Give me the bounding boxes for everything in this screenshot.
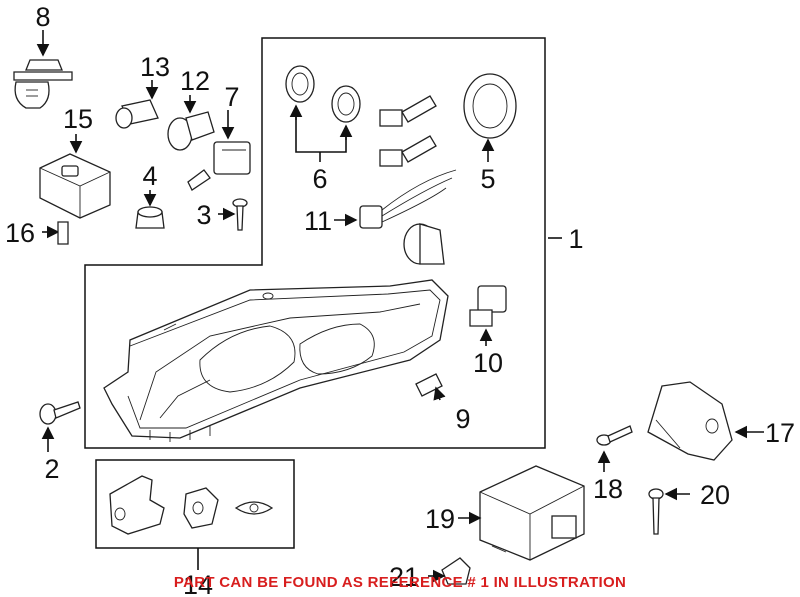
callout-8: 8: [35, 2, 50, 32]
callout-17: 17: [765, 418, 795, 448]
bulb-9-part: [415, 373, 446, 401]
screw-2-part: [39, 401, 81, 452]
module-19-part: [458, 465, 585, 561]
callout-20: 20: [700, 480, 730, 510]
connectors-part: [379, 95, 437, 167]
bulb-7-part: [187, 110, 251, 191]
callout-12: 12: [180, 66, 210, 96]
callout-11: 11: [304, 206, 332, 236]
reference-note: PART CAN BE FOUND AS REFERENCE # 1 IN IL…: [174, 574, 626, 591]
callout-21: 21: [389, 562, 419, 592]
grommet-4-part: [135, 190, 165, 229]
callout-1: 1: [568, 224, 583, 254]
bulb-8-part: [13, 30, 73, 109]
holder-part: [403, 223, 445, 265]
clip-21-part: [428, 557, 471, 585]
kit-14-parts: [109, 475, 274, 570]
callout-14: 14: [183, 570, 213, 597]
headlamp-housing-part: [103, 279, 449, 442]
callout-10: 10: [473, 348, 503, 378]
callout-5: 5: [480, 164, 495, 194]
pin-16-part: [42, 221, 69, 245]
assembly-1-box: [84, 37, 546, 449]
callout-15: 15: [63, 104, 93, 134]
screw-20-part: [648, 487, 690, 535]
callout-9: 9: [455, 404, 470, 434]
screw-3-part: [218, 198, 248, 231]
callout-19: 19: [425, 504, 455, 534]
callout-3: 3: [196, 200, 211, 230]
harness-11-part: [334, 169, 457, 229]
kit-14-box: [95, 459, 295, 549]
callout-18: 18: [593, 474, 623, 504]
cap-5-part: [463, 73, 517, 162]
callout-4: 4: [142, 161, 157, 191]
callout-16: 16: [5, 218, 35, 248]
socket-10-part: [469, 285, 507, 346]
callout-13: 13: [140, 52, 170, 82]
callout-6: 6: [312, 164, 327, 194]
bracket-17-part: [647, 381, 764, 461]
caps-6-part: [285, 65, 361, 162]
bulb-12-part: [167, 95, 215, 151]
callout-7: 7: [224, 82, 239, 112]
module-15-part: [39, 134, 111, 219]
bulb-13-part: [115, 80, 159, 129]
callout-2: 2: [44, 454, 59, 484]
screw-18-part: [596, 425, 633, 472]
